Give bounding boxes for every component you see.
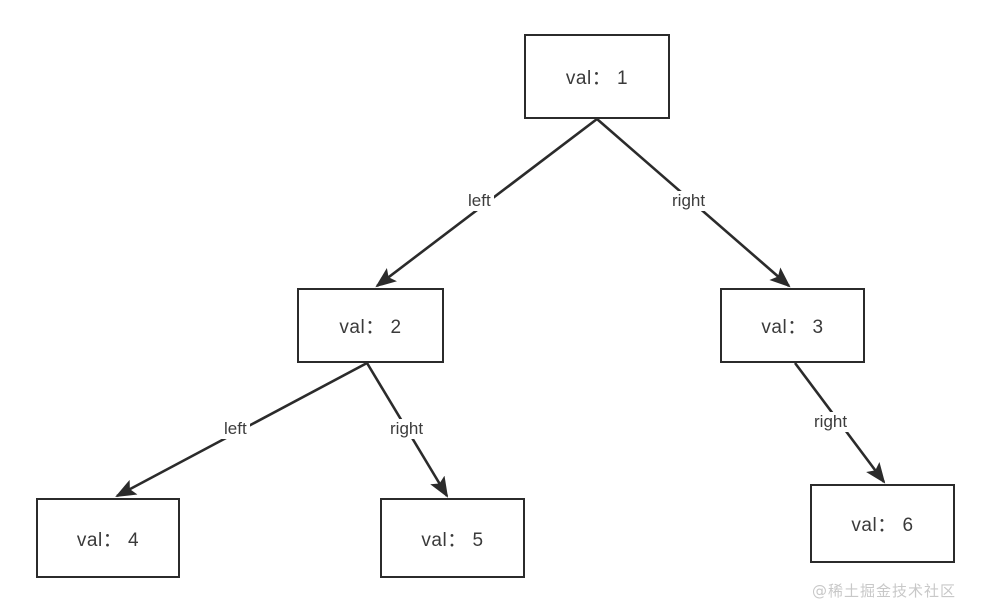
edge-label-left-1: left xyxy=(465,191,494,211)
tree-node-n3[interactable]: val： 3 xyxy=(720,288,865,363)
node-label: val： 2 xyxy=(339,317,402,338)
tree-node-n6[interactable]: val： 6 xyxy=(810,484,955,563)
tree-node-n4[interactable]: val： 4 xyxy=(36,498,180,578)
node-label: val： 6 xyxy=(851,515,914,536)
node-label: val： 1 xyxy=(565,68,629,89)
edge-label-right-1: right xyxy=(669,191,709,211)
node-label: val： 5 xyxy=(421,529,484,551)
tree-node-n5[interactable]: val： 5 xyxy=(380,498,525,578)
edge-label-right-2: right xyxy=(387,419,427,439)
tree-node-n1[interactable]: val： 1 xyxy=(524,34,670,119)
edge-label-left-2: left xyxy=(221,419,250,439)
node-label: val： 4 xyxy=(76,529,140,551)
watermark: @稀土掘金技术社区 xyxy=(812,582,957,600)
edge-label-right-3: right xyxy=(811,412,851,432)
tree-node-n2[interactable]: val： 2 xyxy=(297,288,444,363)
node-label: val： 3 xyxy=(761,317,824,338)
